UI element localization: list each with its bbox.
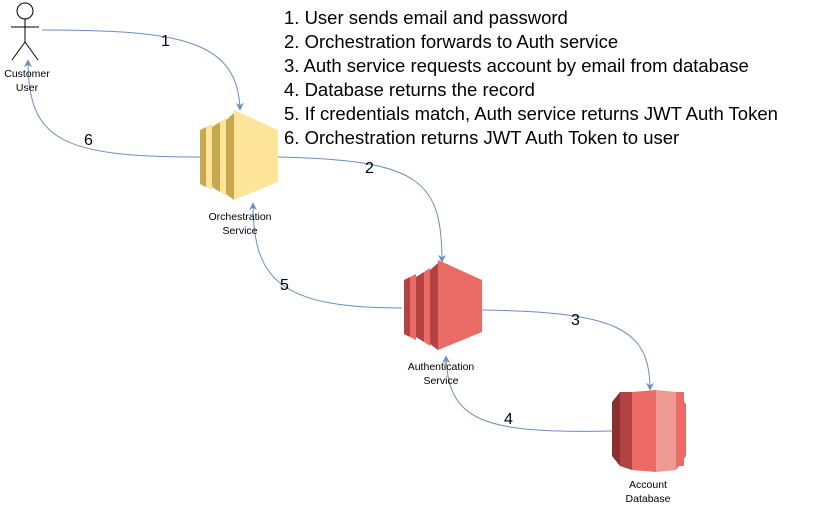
step-item: 1. User sends email and password	[284, 7, 568, 28]
edge-label-1: 1	[161, 33, 170, 50]
authentication-service-icon[interactable]	[404, 260, 482, 350]
orchestration-service-icon[interactable]	[200, 110, 278, 200]
account-database-icon[interactable]	[612, 390, 686, 472]
database-label-line1: Account	[629, 479, 667, 491]
step-item: 6. Orchestration returns JWT Auth Token …	[284, 127, 680, 148]
orchestration-label: Orchestration Service	[180, 210, 300, 238]
edge-3-auth-to-database	[481, 309, 654, 391]
edge-5-auth-to-orchestration	[249, 202, 403, 309]
customer-label: Customer User	[0, 67, 87, 95]
database-label: Account Database	[588, 478, 708, 506]
orchestration-label-line1: Orchestration	[208, 211, 272, 223]
orchestration-label-line2: Service	[222, 225, 258, 237]
edge-4-database-to-auth	[442, 355, 613, 432]
database-label-line2: Database	[625, 493, 671, 505]
authentication-label: Authentication Service	[381, 360, 501, 388]
edge-label-5: 5	[280, 277, 289, 294]
step-item: 3. Auth service requests account by emai…	[284, 55, 749, 76]
edge-6-orchestration-to-customer	[24, 59, 201, 158]
edge-label-6: 6	[84, 132, 93, 149]
steps-list: 1. User sends email and password 2. Orch…	[284, 6, 778, 150]
edge-label-4: 4	[504, 411, 513, 428]
edge-1-customer-to-orchestration	[41, 29, 244, 111]
customer-label-line1: Customer	[4, 68, 50, 80]
step-item: 5. If credentials match, Auth service re…	[284, 103, 778, 124]
authentication-label-line2: Service	[423, 375, 459, 387]
edge-label-2: 2	[365, 160, 374, 177]
step-item: 4. Database returns the record	[284, 79, 535, 100]
step-item: 2. Orchestration forwards to Auth servic…	[284, 31, 619, 52]
edge-2-orchestration-to-auth	[277, 156, 446, 263]
authentication-label-line1: Authentication	[407, 361, 475, 373]
customer-label-line2: User	[15, 82, 39, 94]
edge-label-3: 3	[571, 312, 580, 329]
customer-user-icon[interactable]	[11, 2, 39, 61]
